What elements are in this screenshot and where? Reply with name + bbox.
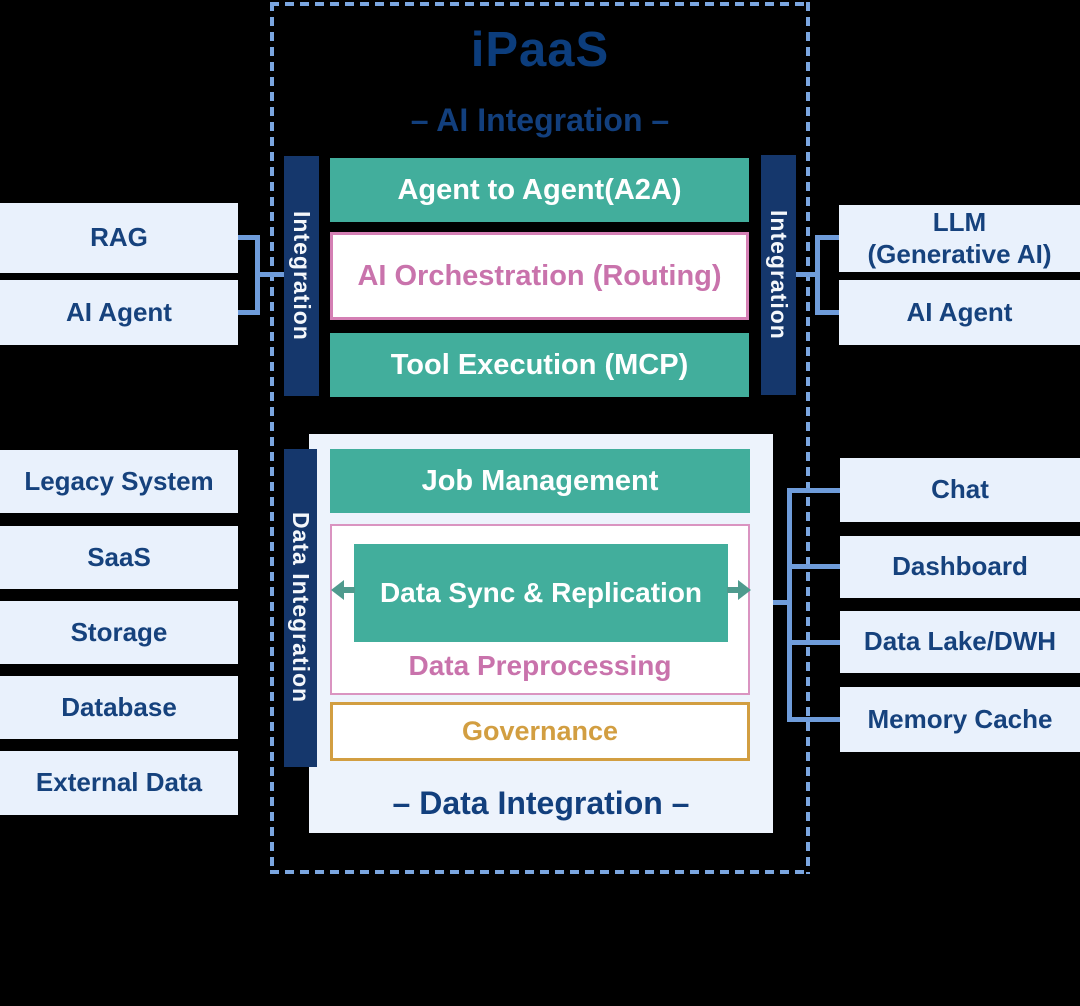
node-chat: Chat xyxy=(840,458,1080,522)
connector-llm-stub xyxy=(818,235,839,240)
connector-memory-cache-stub xyxy=(790,717,840,722)
diagram-title: iPaaS xyxy=(470,23,610,77)
node-llm-line1: LLM xyxy=(932,207,987,238)
ipaas-boundary-right xyxy=(806,2,810,874)
node-legacy-system: Legacy System xyxy=(0,450,238,513)
node-storage: Storage xyxy=(0,601,238,664)
connector-rag-stub xyxy=(238,235,260,240)
ai-left-integration-rail: Integration xyxy=(284,156,319,396)
data-integration-rail: Data Integration xyxy=(284,449,317,767)
connector-chat-stub xyxy=(790,488,840,493)
node-database: Database xyxy=(0,676,238,739)
governance-box: Governance xyxy=(330,702,750,761)
ipaas-boundary-left xyxy=(270,2,274,874)
connector-ai-agent-r-stub xyxy=(818,310,839,315)
ai-right-integration-rail: Integration xyxy=(761,155,796,395)
node-llm: LLM (Generative AI) xyxy=(839,205,1080,272)
right-arrow-icon xyxy=(727,580,751,600)
connector-data-lake-stub xyxy=(790,640,840,645)
node-llm-line2: (Generative AI) xyxy=(867,238,1052,269)
node-data-lake-dwh: Data Lake/DWH xyxy=(840,611,1080,673)
ipaas-boundary-top xyxy=(270,2,810,6)
data-integration-caption: – Data Integration – xyxy=(392,785,690,821)
connector-data-trunk xyxy=(787,488,792,722)
node-external-data: External Data xyxy=(0,751,238,815)
connector-left-feeder xyxy=(255,272,284,277)
node-rag: RAG xyxy=(0,203,238,273)
node-ai-agent-right: AI Agent xyxy=(839,280,1080,345)
connector-right-feeder xyxy=(796,272,818,277)
ai-integration-heading: – AI Integration – xyxy=(410,102,670,138)
ipaas-boundary-bottom xyxy=(270,870,810,874)
connector-ai-agent-l-stub xyxy=(238,310,260,315)
data-sync-replication-box: Data Sync & Replication xyxy=(354,544,728,642)
tool-execution-box: Tool Execution (MCP) xyxy=(330,333,749,397)
agent-to-agent-box: Agent to Agent(A2A) xyxy=(330,158,749,222)
node-dashboard: Dashboard xyxy=(840,536,1080,598)
data-preprocessing-label: Data Preprocessing xyxy=(408,650,672,681)
connector-data-feeder xyxy=(773,600,790,605)
job-management-box: Job Management xyxy=(330,449,750,513)
connector-right-trunk xyxy=(815,235,820,315)
node-ai-agent-left: AI Agent xyxy=(0,280,238,345)
node-saas: SaaS xyxy=(0,526,238,589)
node-memory-cache: Memory Cache xyxy=(840,687,1080,752)
left-arrow-icon xyxy=(331,580,355,600)
connector-dashboard-stub xyxy=(790,564,840,569)
ai-orchestration-box: AI Orchestration (Routing) xyxy=(330,232,749,320)
